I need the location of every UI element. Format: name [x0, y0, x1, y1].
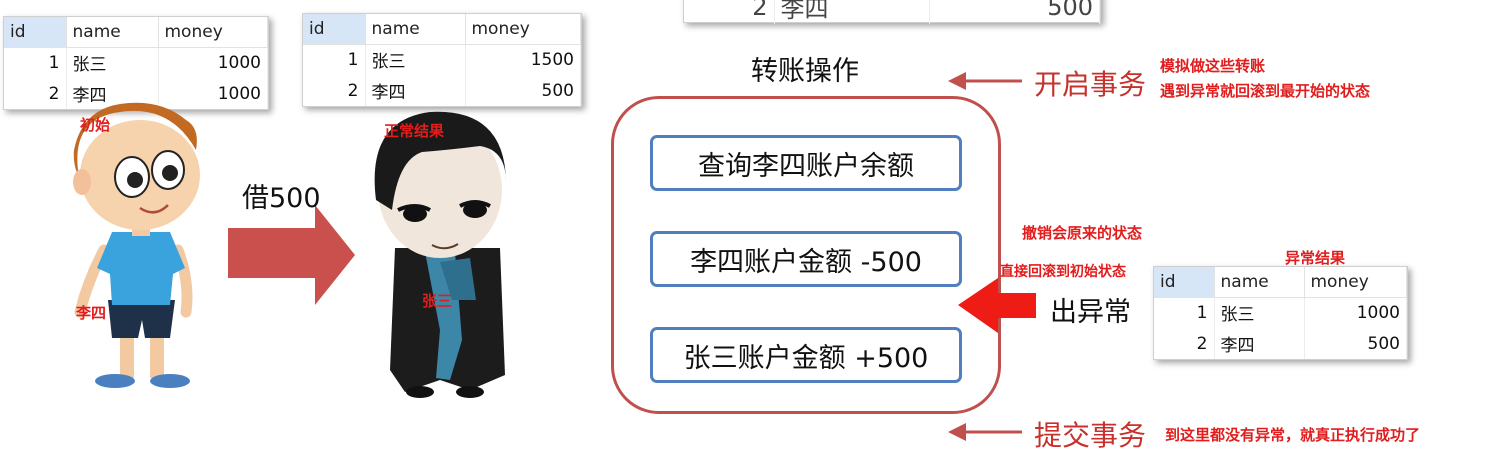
table-cell-money: 1000 [158, 47, 268, 78]
column-header-name: name [365, 14, 466, 45]
table-cell-money: 500 [1304, 328, 1407, 359]
table-cell-money: 1500 [465, 44, 581, 75]
table-cell-money: 1000 [158, 78, 268, 109]
begin-note-line1: 模拟做这些转账 [1160, 57, 1266, 75]
table-row: 2 李四 500 [1154, 328, 1407, 359]
column-header-name: name [1214, 267, 1305, 298]
column-header-id: id [4, 17, 67, 48]
column-header-money: money [465, 14, 581, 45]
transfer-title: 转账操作 [751, 56, 859, 87]
begin-note-line2: 遇到异常就回滚到最开始的状态 [1160, 82, 1371, 100]
borrow-label: 借500 [242, 183, 321, 214]
exception-result-caption: 异常结果 [1285, 249, 1346, 267]
table-row: 1 张三 1000 [1154, 297, 1407, 328]
column-header-name: name [66, 17, 159, 48]
table-cell-id: 1 [1154, 297, 1215, 328]
characters-illustration [73, 102, 506, 398]
table-cell-id: 2 [684, 0, 775, 24]
commit-note: 到这里都没有异常，就真正执行成功了 [1165, 426, 1421, 444]
table-cell-money: 500 [929, 0, 1100, 24]
step-credit-zhangsan: 张三账户金额 +500 [650, 327, 962, 383]
partial-result-table: 2 李四 500 [683, 0, 1101, 24]
table-cell-money: 1000 [1304, 297, 1407, 328]
table-cell-name: 张三 [1214, 297, 1305, 328]
table-cell-name: 张三 [365, 44, 466, 75]
table-cell-money: 500 [465, 75, 581, 106]
initial-accounts-table: id name money 1 张三 1000 2 李四 1000 [3, 16, 269, 110]
table-cell-name: 李四 [1214, 328, 1305, 359]
man-name-label: 张三 [422, 292, 453, 310]
exception-label: 出异常 [1050, 297, 1131, 328]
begin-arrow-icon [948, 72, 1022, 90]
undo-note: 撤销会原来的状态 [1022, 224, 1143, 242]
rollback-note: 直接回滚到初始状态 [1000, 264, 1126, 280]
table-cell-name: 李四 [365, 75, 466, 106]
table-cell-id: 2 [303, 75, 366, 106]
normal-result-caption: 正常结果 [384, 122, 445, 140]
table-row: 1 张三 1000 [4, 47, 268, 78]
table-row: 1 张三 1500 [303, 44, 581, 75]
column-header-money: money [158, 17, 268, 48]
step-query-balance: 查询李四账户余额 [650, 135, 962, 191]
borrow-arrow-icon [228, 205, 355, 305]
boy-name-label: 李四 [76, 304, 107, 322]
table-cell-name: 李四 [774, 0, 930, 24]
table-cell-id: 2 [1154, 328, 1215, 359]
begin-transaction-label: 开启事务 [1034, 68, 1147, 101]
column-header-id: id [1154, 267, 1215, 298]
commit-arrow-icon [948, 423, 1022, 441]
table-row: 2 李四 500 [303, 75, 581, 106]
commit-transaction-label: 提交事务 [1034, 419, 1147, 452]
column-header-money: money [1304, 267, 1407, 298]
boy-character-icon [73, 102, 200, 388]
table-cell-id: 2 [4, 78, 67, 109]
step-debit-lisi: 李四账户金额 -500 [650, 231, 962, 287]
table-row: 2 李四 1000 [4, 78, 268, 109]
normal-result-table: id name money 1 张三 1500 2 李四 500 [302, 13, 582, 107]
man-character-icon [374, 111, 506, 398]
column-header-id: id [303, 14, 366, 45]
table-cell-id: 1 [4, 47, 67, 78]
exception-result-table: id name money 1 张三 1000 2 李四 500 [1153, 266, 1408, 360]
table-cell-name: 张三 [66, 47, 159, 78]
table-cell-id: 1 [303, 44, 366, 75]
initial-caption: 初始 [80, 116, 111, 134]
